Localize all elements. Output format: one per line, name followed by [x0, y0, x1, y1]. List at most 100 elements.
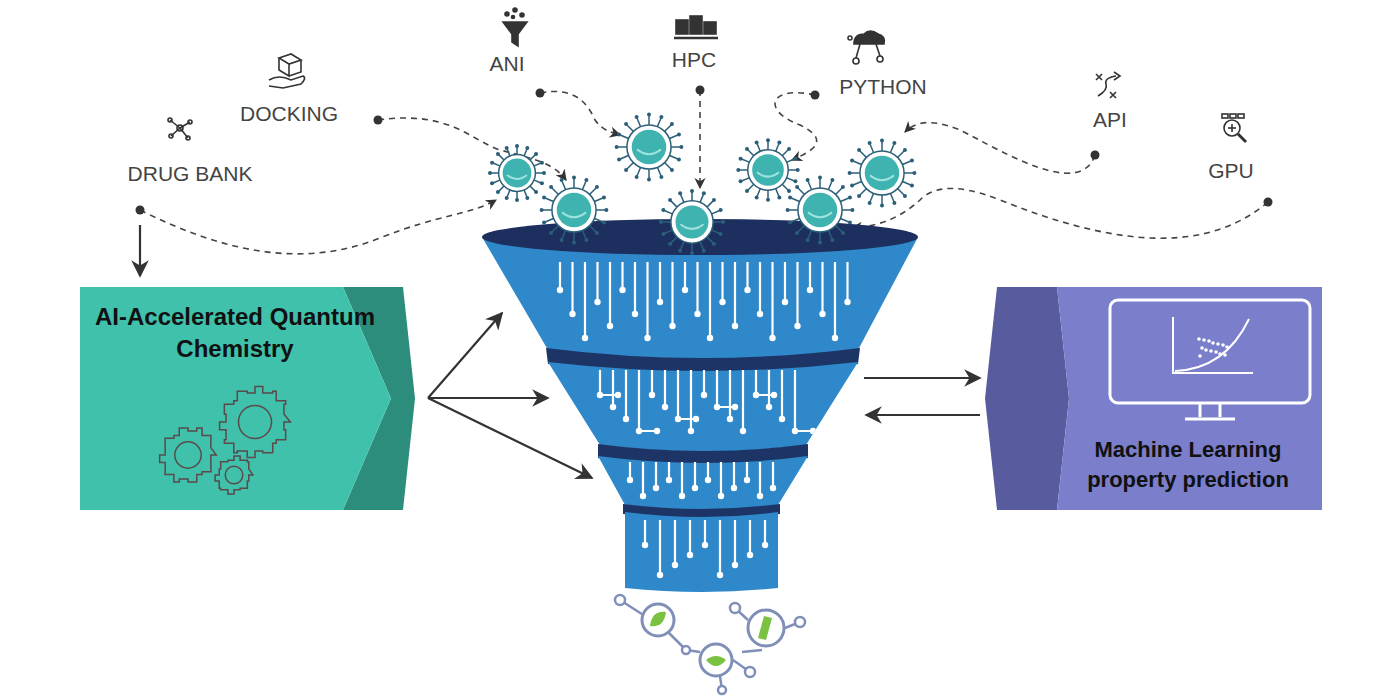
virus-spike — [757, 144, 760, 152]
virus-spike-tip — [572, 240, 576, 244]
virus-spike — [840, 218, 849, 222]
virus-shine — [637, 149, 661, 154]
virus-spike — [648, 116, 650, 126]
circuit-pad — [705, 477, 711, 483]
virus — [659, 189, 725, 255]
circuit-trace — [612, 370, 614, 407]
virus-spike — [582, 230, 586, 239]
circuit-trace — [749, 520, 751, 555]
virus-spike-tip — [766, 138, 770, 142]
circuit-pad — [719, 299, 725, 305]
virus-spike-tip — [880, 139, 884, 143]
circuit-trace — [664, 370, 666, 407]
circuit-pad — [692, 485, 698, 491]
circuit-trace — [742, 370, 744, 431]
virus-spike-tip — [490, 181, 494, 185]
virus-spike-tip — [702, 191, 706, 195]
virus-spike — [786, 178, 794, 181]
tool-label: DOCKING — [240, 102, 338, 126]
virus-shine — [681, 224, 704, 229]
virus-spike — [786, 159, 794, 162]
virus-spike — [691, 243, 693, 252]
circuit-pad — [666, 477, 672, 483]
virus-spike-tip — [702, 249, 706, 253]
circuit-pad — [669, 323, 675, 329]
circuit-trace — [559, 262, 561, 290]
circuit-trace — [596, 262, 598, 302]
virus-spike-tip — [719, 208, 723, 212]
virus-spike-tip — [910, 159, 914, 163]
virus-spike-tip — [647, 177, 651, 181]
virus-shine — [562, 212, 586, 217]
circuit-pad — [732, 323, 738, 329]
circuit-trace — [784, 262, 786, 302]
virus-spike — [828, 181, 832, 190]
virus-spike — [545, 198, 554, 202]
circuit-trace — [694, 462, 696, 488]
box-title: AI-Accelerated Quantum Chemistry — [92, 301, 378, 366]
scatter-dot — [1214, 350, 1218, 354]
circuit-trace — [796, 262, 798, 326]
virus-spike — [902, 161, 911, 165]
circuit-pad — [687, 552, 693, 558]
virus-spike — [637, 118, 641, 127]
scatter-dot — [1200, 346, 1204, 350]
virus-spike-tip — [850, 159, 854, 163]
virus-core — [803, 193, 838, 228]
circuit-pad — [819, 311, 825, 317]
virus-spike-tip — [678, 191, 682, 195]
circuit-pad — [675, 416, 681, 422]
virus-spike-tip — [818, 240, 822, 244]
virus-spike-tip — [659, 220, 663, 224]
box-body — [1057, 287, 1322, 510]
virus-shell — [499, 155, 536, 192]
virus-shell — [798, 188, 842, 232]
tool-label: DRUG BANK — [128, 162, 253, 186]
scatter-dot — [1207, 339, 1211, 343]
virus-spike — [534, 163, 541, 166]
virus-spike-tip — [793, 179, 797, 183]
virus-spike-tip — [584, 178, 588, 182]
virus-shine — [507, 175, 527, 179]
circuit-pad — [569, 311, 575, 317]
scatter-dot — [1216, 342, 1220, 346]
virus-spike-tip — [806, 178, 810, 182]
virus-spike-tip — [677, 157, 681, 161]
virus-spike — [648, 169, 650, 179]
circuit-trace — [677, 370, 679, 419]
circuit-pad — [714, 404, 720, 410]
circuit-trace — [759, 262, 761, 314]
virus-spike — [535, 172, 543, 174]
circuit-trace — [759, 462, 761, 496]
virus-spike — [700, 194, 704, 202]
circuit-pad — [792, 428, 798, 434]
circuit-trace — [794, 370, 796, 431]
circuit-pad — [654, 428, 660, 434]
virus-spike — [664, 162, 671, 169]
scatter-dot — [1204, 348, 1208, 352]
circuit-pad — [679, 493, 685, 499]
virus-spike-tip — [534, 190, 538, 194]
virus-spike — [594, 198, 603, 202]
circuit-pad — [731, 485, 737, 491]
virus-spike — [904, 172, 914, 174]
virus-spike — [657, 167, 661, 176]
circuit-trace — [719, 520, 721, 575]
virus-spike — [671, 201, 678, 208]
result-arrow-box: Machine Learning property prediction — [985, 287, 1322, 510]
virus-spike — [662, 221, 671, 223]
virus-spike-tip — [739, 157, 743, 161]
virus-spike-tip — [910, 183, 914, 187]
virus-spike — [594, 218, 603, 222]
circuit-pad — [732, 562, 738, 568]
virus-spike-tip — [615, 145, 619, 149]
virus-spike — [664, 211, 672, 215]
virus-spike-tip — [540, 161, 544, 165]
circuit-trace — [571, 262, 573, 314]
virus-spike-tip — [777, 195, 781, 199]
virus-spike-tip — [690, 251, 694, 255]
tool-label: API — [1093, 108, 1127, 132]
circuit-pad — [810, 428, 816, 434]
virus-spike — [671, 146, 681, 148]
